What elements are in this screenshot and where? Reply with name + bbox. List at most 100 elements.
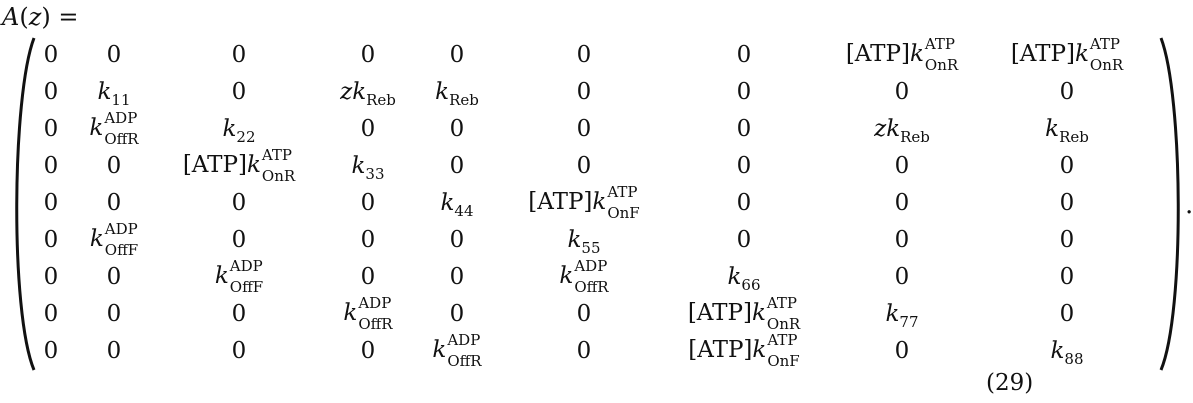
matrix-entry-content: 0 — [361, 42, 376, 68]
matrix-entry-content: 0 — [895, 227, 910, 253]
matrix-value: 0 — [360, 226, 376, 253]
matrix-entry-content: kReb — [1045, 115, 1089, 146]
equation-lhs: A(z) = — [2, 0, 79, 34]
matrix-cell: 0 — [322, 184, 414, 221]
matrix-entry-content: 0 — [107, 301, 122, 327]
rate-constant-symbol: k — [567, 226, 582, 253]
rate-constant-symbol: k — [89, 114, 104, 141]
rate-subscript: Reb — [366, 90, 396, 109]
rate-subscript: OnF — [607, 203, 640, 222]
matrix-cell: 0 — [500, 73, 668, 110]
matrix-value: 0 — [894, 337, 910, 364]
matrix-cell: 0 — [30, 332, 72, 369]
matrix-cell: 0 — [414, 221, 500, 258]
rate-superscript: ATP — [766, 293, 798, 312]
matrix-entry-content: 0 — [577, 79, 592, 105]
matrix-cell: 0 — [984, 258, 1150, 295]
matrix-value: 0 — [360, 337, 376, 364]
matrix-entry-content: 0 — [44, 264, 59, 290]
matrix-value: 0 — [106, 189, 122, 216]
rate-subscript: Reb — [900, 127, 930, 146]
matrix-cell: 0 — [30, 147, 72, 184]
matrix-value: 0 — [360, 189, 376, 216]
matrix-entry-content: zkReb — [874, 115, 930, 146]
matrix-entry-content: k77 — [885, 300, 918, 331]
matrix-cell: 0 — [820, 332, 984, 369]
rate-constant-symbol: k — [1045, 115, 1060, 142]
atp-concentration: [ATP] — [845, 40, 910, 67]
matrix-entry-content: 0 — [44, 116, 59, 142]
rate-subscript: OnR — [766, 314, 801, 333]
matrix-value: 0 — [231, 78, 247, 105]
matrix-cell: 0 — [72, 147, 156, 184]
matrix-cell: zkReb — [322, 73, 414, 110]
matrix-cell: zkReb — [820, 110, 984, 147]
matrix-cell: 0 — [30, 295, 72, 332]
matrix-entry-content: 0 — [577, 301, 592, 327]
right-matrix-paren — [1157, 36, 1187, 372]
matrix-entry-content: 0 — [577, 116, 592, 142]
matrix-entry-content: 0 — [1060, 264, 1075, 290]
matrix-entry-content: 0 — [361, 116, 376, 142]
matrix-value: 0 — [576, 337, 592, 364]
matrix-cell: 0 — [668, 110, 820, 147]
matrix-entry-content: k33 — [351, 153, 384, 183]
matrix-value: 0 — [43, 78, 59, 105]
matrix-entry-content: 0 — [232, 301, 247, 327]
matrix-value: 0 — [43, 300, 59, 327]
matrix-entry-content: 0 — [450, 153, 465, 179]
rate-subscript: 66 — [741, 275, 761, 294]
rate-scripts: ATP OnR — [766, 293, 801, 333]
matrix-cell: k55 — [500, 221, 668, 258]
matrix-entry-content: 0 — [361, 190, 376, 216]
matrix-value: 0 — [231, 189, 247, 216]
matrix-value: 0 — [449, 41, 465, 68]
sentence-period: . — [1185, 190, 1193, 220]
matrix-cell: 0 — [500, 332, 668, 369]
matrix-entry-content: 0 — [895, 264, 910, 290]
rate-constant-symbol: k — [343, 299, 358, 326]
rate-constant-symbol: k — [886, 115, 901, 142]
matrix-entry-content: 0 — [232, 79, 247, 105]
rate-constant-symbol: k — [352, 78, 367, 105]
matrix-entry-content: 0 — [450, 42, 465, 68]
matrix-cell: 0 — [820, 147, 984, 184]
matrix-value: 0 — [449, 115, 465, 142]
matrix-value: 0 — [894, 78, 910, 105]
matrix-cell: 0 — [72, 332, 156, 369]
rate-superscript: ADP — [229, 256, 263, 275]
rate-constant-symbol: k — [592, 188, 607, 215]
matrix-value: 0 — [43, 337, 59, 364]
matrix-value: 0 — [1059, 152, 1075, 179]
matrix-cell: 0 — [72, 295, 156, 332]
rate-subscript: 11 — [111, 90, 131, 109]
matrix-value: 0 — [449, 226, 465, 253]
matrix-value: 0 — [106, 300, 122, 327]
matrix-entry-content: 0 — [1060, 190, 1075, 216]
atp-concentration: [ATP] — [687, 299, 752, 326]
matrix-value: 0 — [736, 189, 752, 216]
matrix-entry-content: 0 — [44, 42, 59, 68]
matrix-cell: 0 — [984, 184, 1150, 221]
matrix-entry-content: 0 — [44, 153, 59, 179]
matrix-entry-content: 0 — [737, 190, 752, 216]
rate-superscript: ADP — [358, 293, 392, 312]
matrix-cell: 0 — [668, 73, 820, 110]
matrix-cell: 0 — [30, 73, 72, 110]
rate-constant-symbol: k — [885, 300, 900, 327]
matrix-value: 0 — [106, 263, 122, 290]
rate-subscript: 22 — [236, 127, 256, 146]
